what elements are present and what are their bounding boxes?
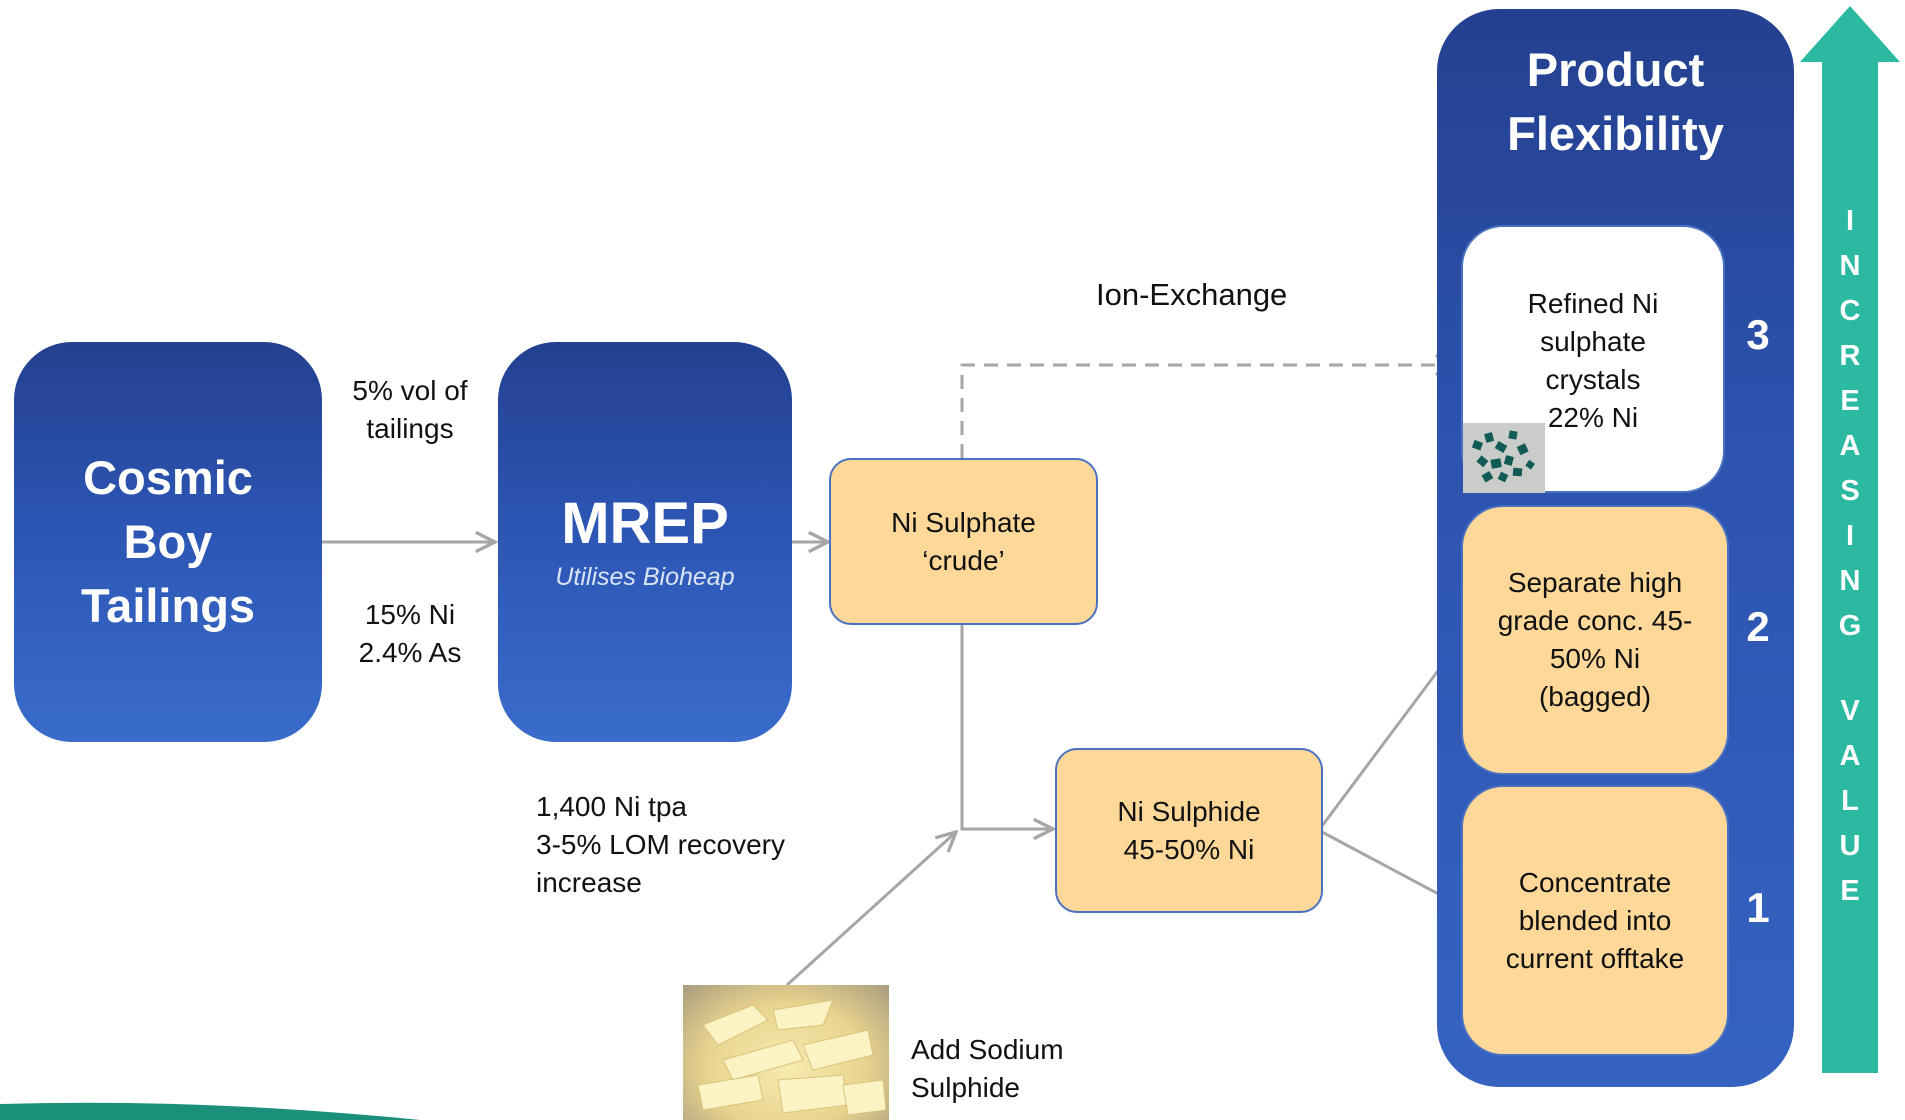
ion-exchange-label: Ion-Exchange: [1096, 277, 1288, 312]
value-label: V A L U E: [1830, 689, 1870, 914]
option-refined-ni-sulphate: Refined Ni sulphate crystals 22% Ni: [1461, 225, 1725, 493]
tailings-volume-label: 5% vol of tailings: [336, 372, 484, 448]
mrep-note-tpa: 1,400 Ni tpa: [536, 791, 687, 822]
arrow-ion-exchange: [960, 365, 1455, 458]
option1-line-1: Concentrate: [1518, 866, 1672, 898]
crude-line-1: Ni Sulphate: [891, 506, 1036, 538]
sulphide-line-1: Ni Sulphide: [1117, 795, 1261, 827]
footer-swoosh: [0, 1102, 420, 1120]
letter: E: [1840, 875, 1860, 907]
option2-line-2: grade conc. 45-: [1497, 605, 1693, 636]
letter: R: [1839, 340, 1861, 372]
increasing-value-arrow: [1800, 6, 1900, 1073]
letter: U: [1839, 830, 1861, 862]
letter: C: [1839, 295, 1861, 327]
letter: N: [1839, 250, 1861, 282]
letter: N: [1839, 565, 1861, 597]
tailings-line-3: Tailings: [80, 579, 256, 632]
sulphide-line-2: 45-50% Ni: [1123, 833, 1255, 865]
panel-title-line-2: Flexibility: [1507, 107, 1724, 160]
letter: A: [1839, 740, 1861, 772]
ni-sulphate-crude-box: Ni Sulphate ‘crude’: [829, 458, 1098, 625]
letter: I: [1845, 205, 1855, 237]
add-sodium-sulphide-label: Add Sodium Sulphide: [911, 1031, 1111, 1107]
arsenic-grade: 2.4% As: [358, 637, 462, 668]
sodium-line-2: Sulphide: [911, 1072, 1020, 1103]
letter: V: [1840, 695, 1860, 727]
tailings-grade-label: 15% Ni 2.4% As: [336, 596, 484, 672]
arrow-crude-to-sulphide: [960, 621, 1053, 829]
nickel-crystals-photo: [1463, 423, 1545, 493]
ni-sulphide-box: Ni Sulphide 45-50% Ni: [1055, 748, 1323, 913]
tailings-line-2: Boy: [123, 515, 213, 568]
rank-1: 1: [1746, 884, 1770, 931]
option3-line-1: Refined Ni: [1527, 288, 1659, 319]
mrep-title: MREP: [561, 491, 729, 556]
letter: L: [1841, 785, 1859, 817]
product-flexibility-title: Product Flexibility: [1437, 38, 1794, 166]
arrow-sodium-to-junction: [785, 832, 956, 987]
option1-line-2: blended into: [1518, 904, 1672, 936]
letter: S: [1840, 475, 1860, 507]
option2-line-4: (bagged): [1538, 681, 1652, 712]
option-concentrate-blended: Concentrate blended into current offtake: [1461, 785, 1729, 1056]
mrep-note-increase: increase: [536, 867, 642, 898]
nickel-grade: 15% Ni: [364, 599, 456, 630]
rank-3: 3: [1746, 311, 1770, 358]
option-separate-high-grade-conc: Separate high grade conc. 45- 50% Ni (ba…: [1461, 505, 1729, 775]
sodium-sulphide-photo: [683, 985, 889, 1120]
volume-line-1: 5% vol of: [352, 375, 468, 406]
letter: I: [1845, 520, 1855, 552]
rank-2: 2: [1746, 603, 1770, 650]
option3-line-2: sulphate: [1540, 326, 1646, 357]
increasing-label: I N C R E A S I N G: [1830, 199, 1870, 649]
volume-line-2: tailings: [366, 413, 454, 444]
panel-title-line-1: Product: [1526, 43, 1705, 96]
mrep-subtitle: Utilises Bioheap: [555, 563, 735, 591]
option3-line-4: 22% Ni: [1547, 402, 1639, 433]
sodium-line-1: Add Sodium: [911, 1034, 1064, 1065]
option2-line-3: 50% Ni: [1549, 643, 1641, 674]
option3-line-3: crystals: [1545, 364, 1641, 395]
letter: E: [1840, 385, 1860, 417]
mrep-note-recovery: 3-5% LOM recovery: [536, 829, 785, 860]
letter: G: [1838, 610, 1862, 642]
tailings-line-1: Cosmic: [83, 451, 253, 504]
mrep-box: MREP Utilises Bioheap: [498, 342, 792, 742]
option1-line-3: current offtake: [1505, 942, 1685, 974]
mrep-notes: 1,400 Ni tpa 3-5% LOM recovery increase: [536, 788, 866, 902]
letter: A: [1839, 430, 1861, 462]
cosmic-boy-tailings-box: Cosmic Boy Tailings: [14, 342, 322, 742]
option2-line-1: Separate high: [1507, 567, 1683, 598]
crude-line-2: ‘crude’: [922, 544, 1005, 576]
